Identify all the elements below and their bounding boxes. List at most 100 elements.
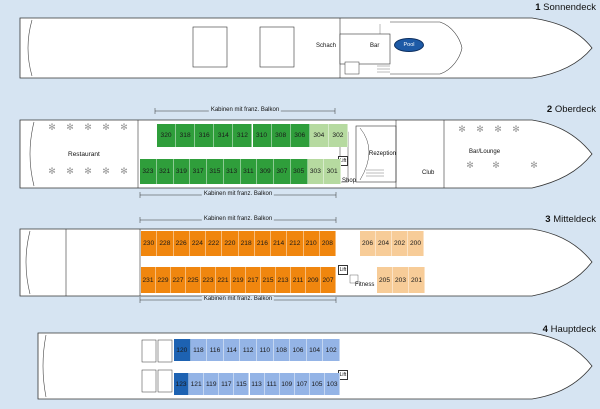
cabin-227[interactable]: 227 (171, 267, 186, 293)
cabin-106[interactable]: 106 (290, 339, 307, 361)
table-symbol: ✻ (494, 124, 502, 134)
cabin-218[interactable]: 218 (238, 231, 255, 256)
balkon-label-oberdeck-bottom: Kabinen mit franz. Balkon (201, 191, 275, 197)
cabin-201[interactable]: 201 (409, 267, 425, 293)
cabin-107[interactable]: 107 (294, 373, 310, 395)
cabin-316[interactable]: 316 (195, 124, 215, 147)
cabin-118[interactable]: 118 (190, 339, 208, 361)
cabin-115[interactable]: 115 (234, 373, 250, 395)
cabin-214[interactable]: 214 (271, 231, 288, 256)
cabin-204[interactable]: 204 (376, 231, 392, 256)
hull-sonnendeck (19, 17, 593, 79)
cabin-225[interactable]: 225 (186, 267, 201, 293)
table-symbol: ✻ (120, 122, 128, 132)
cabin-119[interactable]: 119 (204, 373, 220, 395)
cabin-319[interactable]: 319 (173, 159, 191, 184)
cabin-317[interactable]: 317 (190, 159, 207, 184)
cabin-220[interactable]: 220 (222, 231, 239, 256)
cabin-306[interactable]: 306 (290, 124, 310, 147)
balkon-label-mitteldeck-bottom: Kabinen mit franz. Balkon (201, 296, 275, 302)
cabin-102[interactable]: 102 (323, 339, 340, 361)
cabin-212[interactable]: 212 (287, 231, 304, 256)
cabin-321[interactable]: 321 (156, 159, 174, 184)
table-symbol: ✻ (476, 124, 484, 134)
cabin-121[interactable]: 121 (189, 373, 205, 395)
label-fitness: Fitness (355, 282, 375, 288)
cabin-217[interactable]: 217 (246, 267, 261, 293)
deck-header-sonnendeck: 1 Sonnendeck (535, 2, 596, 13)
cabin-223[interactable]: 223 (201, 267, 216, 293)
table-symbol: ✻ (530, 160, 538, 170)
cabin-320[interactable]: 320 (157, 124, 177, 147)
cabin-301[interactable]: 301 (324, 159, 341, 184)
table-symbol: ✻ (66, 122, 74, 132)
cabin-108[interactable]: 108 (273, 339, 291, 361)
cabin-205[interactable]: 205 (377, 267, 393, 293)
cabin-213[interactable]: 213 (276, 267, 291, 293)
cabin-200[interactable]: 200 (408, 231, 424, 256)
cabin-309[interactable]: 309 (257, 159, 274, 184)
cabin-109[interactable]: 109 (279, 373, 295, 395)
cabin-310[interactable]: 310 (252, 124, 272, 147)
table-symbol: ✻ (466, 160, 474, 170)
cabin-224[interactable]: 224 (189, 231, 206, 256)
cabin-114[interactable]: 114 (223, 339, 241, 361)
cabin-323[interactable]: 323 (140, 159, 157, 184)
cabin-314[interactable]: 314 (214, 124, 234, 147)
cabin-305[interactable]: 305 (290, 159, 308, 184)
table-symbol: ✻ (66, 166, 74, 176)
cabin-226[interactable]: 226 (173, 231, 190, 256)
table-symbol: ✻ (512, 124, 520, 134)
deck-header-mitteldeck: 3 Mitteldeck (545, 214, 596, 225)
cabin-231[interactable]: 231 (141, 267, 156, 293)
cabin-302[interactable]: 302 (328, 124, 348, 147)
cabin-120[interactable]: 120 (174, 339, 191, 361)
cabin-221[interactable]: 221 (216, 267, 231, 293)
cabin-215[interactable]: 215 (261, 267, 276, 293)
cabin-105[interactable]: 105 (309, 373, 325, 395)
cabin-304[interactable]: 304 (309, 124, 329, 147)
label-rezeption: Rezeption (369, 151, 397, 157)
cabin-219[interactable]: 219 (231, 267, 246, 293)
cabin-116[interactable]: 116 (207, 339, 224, 361)
cabin-216[interactable]: 216 (254, 231, 271, 256)
cabin-318[interactable]: 318 (176, 124, 196, 147)
table-symbol: ✻ (84, 166, 92, 176)
cabin-111[interactable]: 111 (264, 373, 280, 395)
deck-header-oberdeck: 2 Oberdeck (546, 104, 596, 115)
table-symbol: ✻ (492, 160, 500, 170)
cabin-312[interactable]: 312 (233, 124, 253, 147)
balkon-label-oberdeck-top: Kabinen mit franz. Balkon (208, 107, 282, 113)
cabin-211[interactable]: 211 (291, 267, 306, 293)
cabin-315[interactable]: 315 (207, 159, 224, 184)
cabin-222[interactable]: 222 (206, 231, 223, 256)
cabin-203[interactable]: 203 (393, 267, 409, 293)
cabin-207[interactable]: 207 (321, 267, 336, 293)
cabin-103[interactable]: 103 (325, 373, 341, 395)
table-symbol: ✻ (48, 166, 56, 176)
cabin-230[interactable]: 230 (141, 231, 158, 256)
cabin-311[interactable]: 311 (240, 159, 258, 184)
cabin-104[interactable]: 104 (306, 339, 324, 361)
cabin-209[interactable]: 209 (306, 267, 321, 293)
cabin-110[interactable]: 110 (257, 339, 274, 361)
cabin-208[interactable]: 208 (319, 231, 336, 256)
label-club: Club (422, 170, 435, 176)
cabin-123[interactable]: 123 (174, 373, 190, 395)
table-symbol: ✻ (48, 122, 56, 132)
cabin-303[interactable]: 303 (307, 159, 325, 184)
cabin-313[interactable]: 313 (223, 159, 241, 184)
cabin-308[interactable]: 308 (271, 124, 291, 147)
cabin-229[interactable]: 229 (156, 267, 171, 293)
cabin-228[interactable]: 228 (157, 231, 174, 256)
cabin-113[interactable]: 113 (249, 373, 265, 395)
cabin-206[interactable]: 206 (360, 231, 376, 256)
cabin-307[interactable]: 307 (274, 159, 291, 184)
cabin-112[interactable]: 112 (240, 339, 257, 361)
cabin-202[interactable]: 202 (392, 231, 408, 256)
pool: Pool (394, 38, 424, 52)
table-symbol: ✻ (458, 124, 466, 134)
cabin-117[interactable]: 117 (219, 373, 235, 395)
balkon-label-mitteldeck-top: Kabinen mit franz. Balkon (201, 216, 275, 222)
cabin-210[interactable]: 210 (303, 231, 320, 256)
